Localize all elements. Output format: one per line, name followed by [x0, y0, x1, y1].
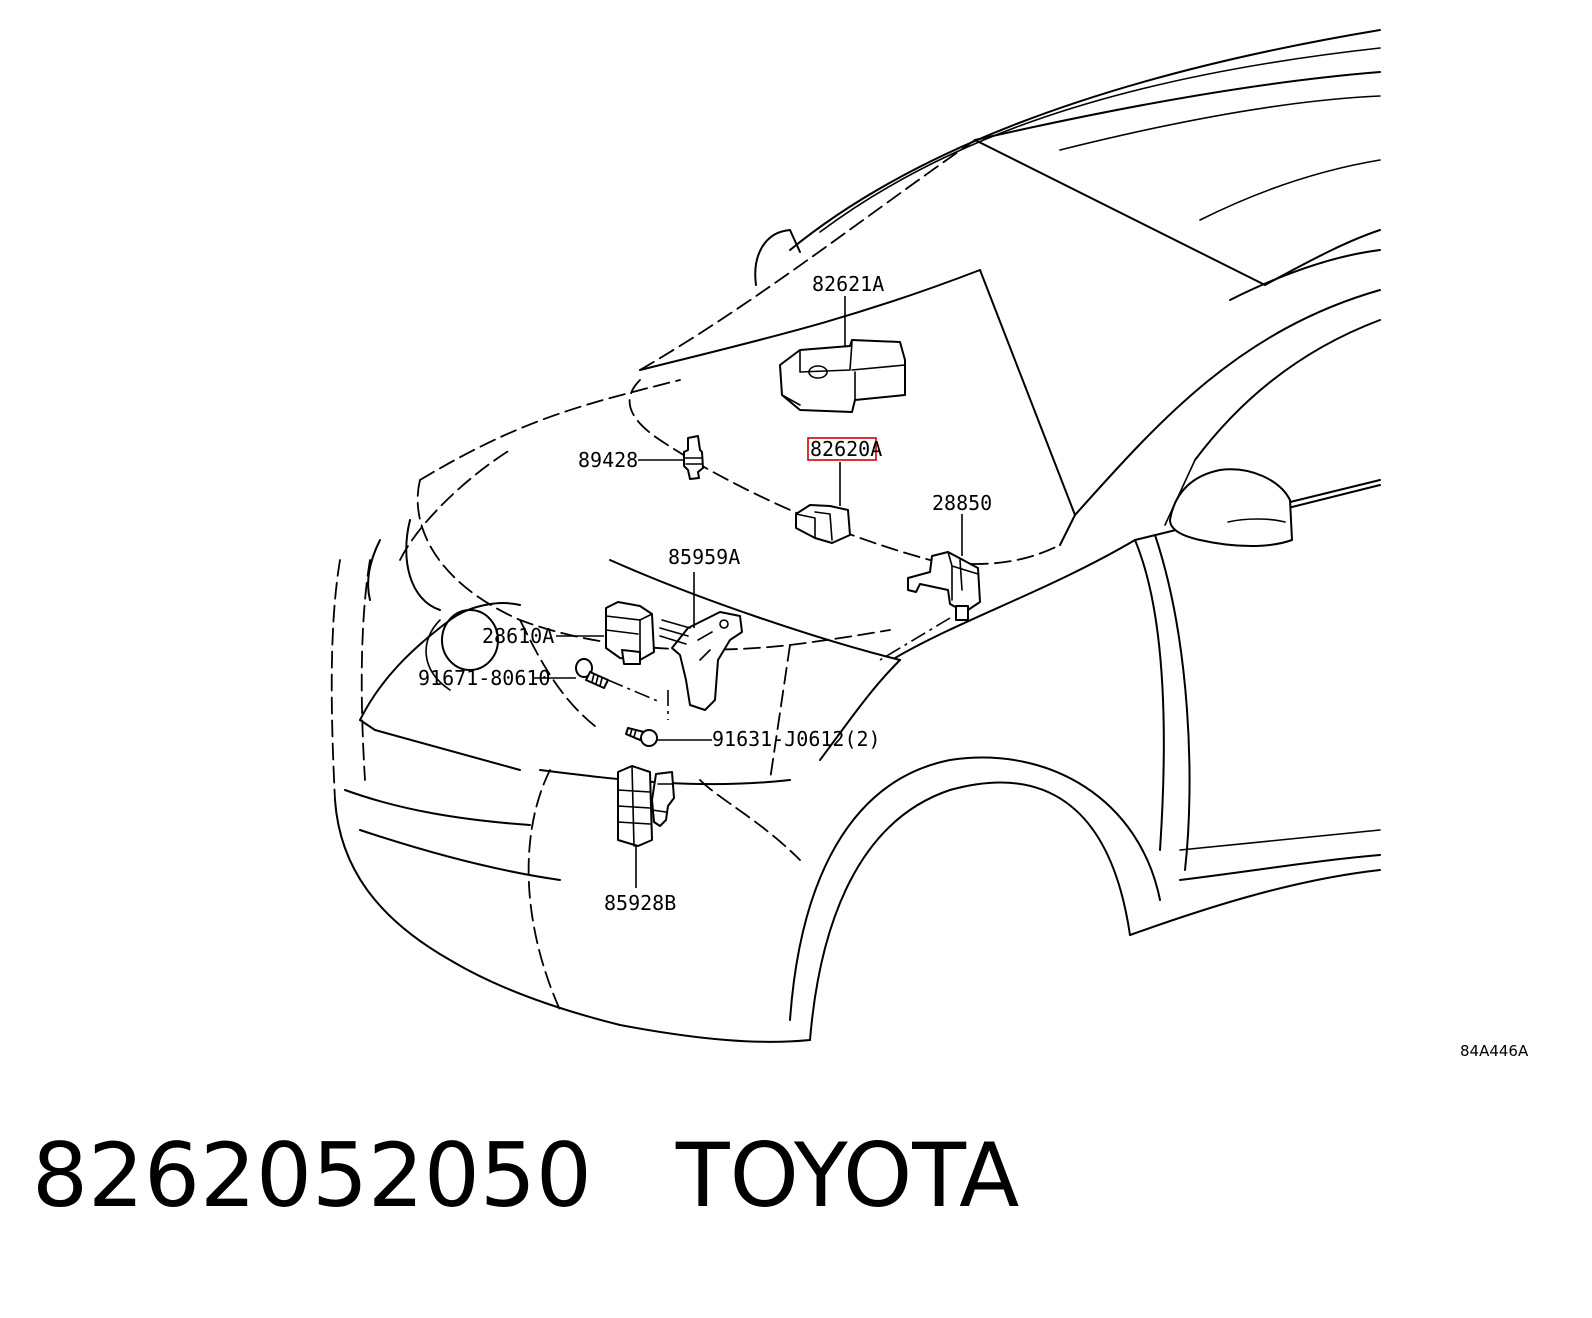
part-label[interactable]: 91671-80610	[418, 666, 550, 690]
part-label[interactable]: 85959A	[668, 545, 740, 569]
part-82621a-drawing	[779, 339, 906, 413]
part-label[interactable]: 82621A	[812, 272, 884, 296]
part-label[interactable]: 85928B	[604, 891, 676, 915]
part-label[interactable]: 28850	[932, 491, 992, 515]
car-outline	[330, 29, 1381, 1043]
brand-name: TOYOTA	[675, 1124, 1020, 1227]
part-91631-j0612-drawing	[625, 727, 658, 747]
part-85959a-drawing	[659, 611, 743, 711]
parts-diagram: 82621A 82620A 89428 28850 85959A 28610A …	[330, 29, 1529, 1060]
part-label-highlighted[interactable]: 82620A	[810, 437, 882, 461]
part-91671-80610-drawing	[575, 658, 609, 689]
part-label[interactable]: 89428	[578, 448, 638, 472]
leader-lines	[534, 296, 963, 888]
part-label[interactable]: 28610A	[482, 624, 554, 648]
part-number: 8262052050	[32, 1124, 592, 1227]
part-28610a-drawing	[605, 601, 655, 665]
highlight-box	[807, 437, 877, 461]
part-85928b-drawing	[617, 765, 675, 847]
illustration-code: 84A446A	[1460, 1042, 1529, 1060]
part-labels: 82621A 82620A 89428 28850 85959A 28610A …	[418, 272, 1529, 1060]
part-82620a-drawing	[795, 504, 851, 544]
part-28850-drawing	[907, 551, 981, 621]
part-89428-drawing	[683, 435, 704, 480]
part-label[interactable]: 91631-J0612(2)	[712, 727, 881, 751]
caption: 8262052050 TOYOTA	[32, 1132, 1019, 1220]
